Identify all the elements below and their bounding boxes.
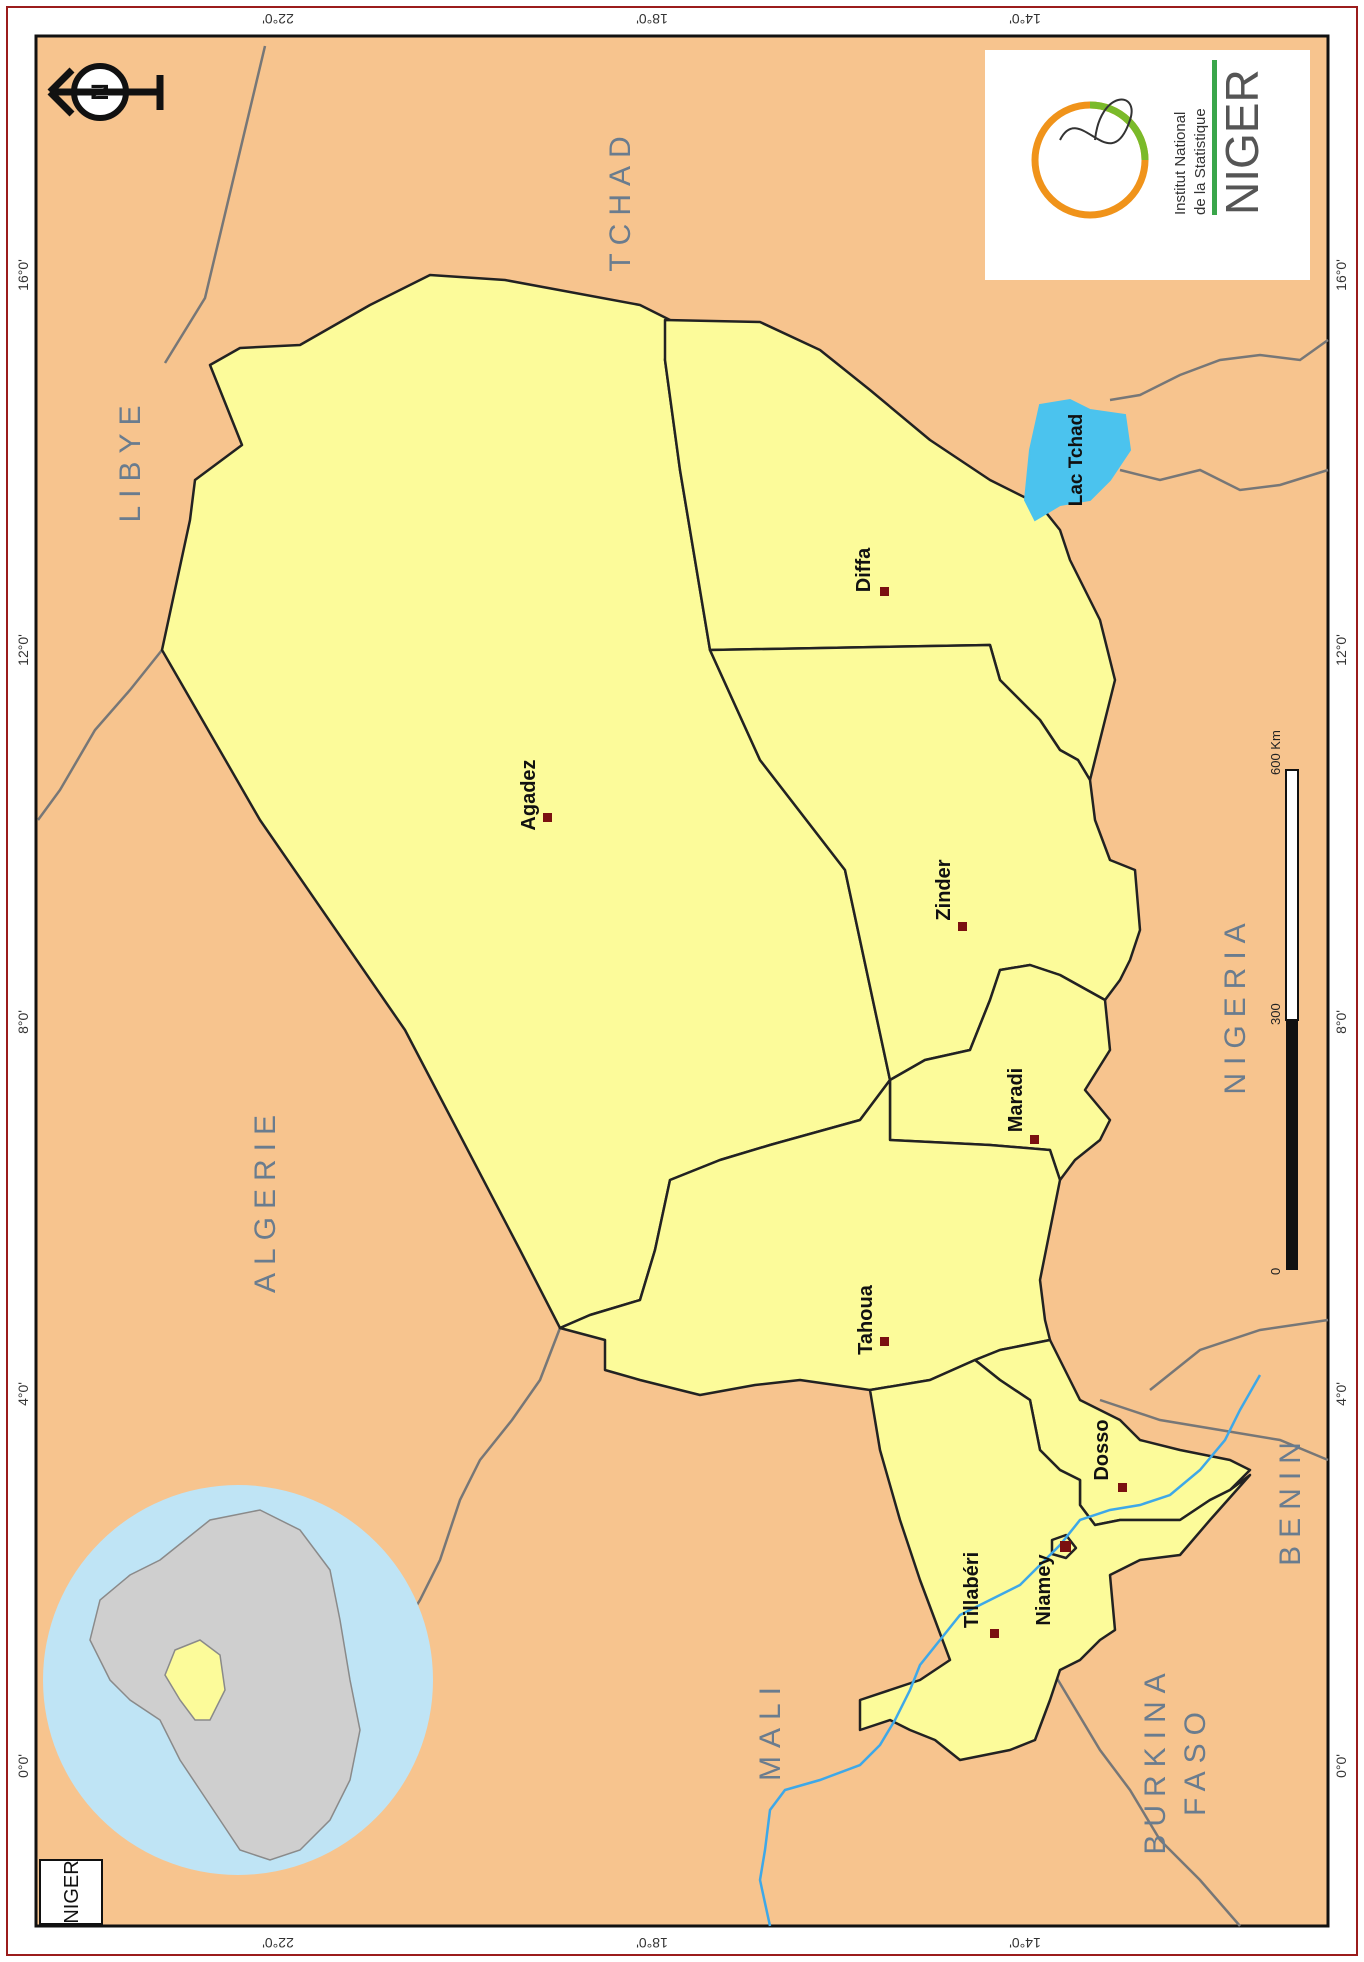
- country-faso: FASO: [1179, 1704, 1212, 1816]
- scale-label-0: 0: [1268, 1268, 1283, 1275]
- label-tahoua: Tahoua: [855, 1284, 877, 1355]
- niger-regions: [160, 273, 1252, 1762]
- marker-tillaberi: [990, 1629, 999, 1638]
- label-dosso: Dosso: [1091, 1419, 1113, 1480]
- country-algerie: ALGERIE: [249, 1107, 282, 1293]
- marker-diffa: [880, 587, 889, 596]
- grid-right-4: 4°0': [1333, 1382, 1349, 1406]
- grid-left-16: 16°0': [15, 259, 31, 291]
- country-nigeria: NIGERIA: [1219, 915, 1252, 1094]
- grid-top-14: 14°0': [1009, 11, 1041, 27]
- marker-zinder: [958, 922, 967, 931]
- marker-dosso: [1118, 1483, 1127, 1492]
- grid-bottom-22: 22°0': [262, 1935, 294, 1951]
- map-frame: [6, 6, 1358, 1956]
- logo-line1: Institut National: [1172, 112, 1189, 215]
- country-libye: LIBYE: [114, 397, 147, 522]
- graticule-labels: 22°0' 18°0' 14°0' 22°0' 18°0' 14°0' 16°0…: [15, 11, 1349, 1951]
- country-names: LIBYE TCHAD ALGERIE NIGERIA MALI BURKINA…: [114, 128, 1307, 1854]
- logo-box: Institut National de la Statistique NIGE…: [985, 50, 1310, 280]
- country-burkina: BURKINA: [1139, 1665, 1172, 1854]
- label-agadez: Agadez: [518, 759, 540, 830]
- country-label-box: NIGER: [39, 1859, 103, 1925]
- marker-tahoua: [880, 1337, 889, 1346]
- north-arrow-letter: N: [87, 83, 114, 100]
- logo-line2: de la Statistique: [1192, 108, 1209, 215]
- label-lake-chad: Lac Tchad: [1066, 414, 1087, 507]
- region-names: Agadez Diffa Zinder Maradi Tahoua Dosso …: [518, 414, 1113, 1628]
- scale-label-600: 600 Km: [1268, 730, 1283, 775]
- scale-bar: 0 300 600 Km: [1268, 730, 1299, 1275]
- city-markers: [543, 587, 1127, 1638]
- grid-left-0: 0°0': [15, 1754, 31, 1778]
- grid-left-12: 12°0': [15, 634, 31, 666]
- grid-right-12: 12°0': [1333, 634, 1349, 666]
- inset-globe: [43, 1485, 433, 1875]
- grid-bottom-14: 14°0': [1009, 1935, 1041, 1951]
- country-mali: MALI: [754, 1679, 787, 1781]
- label-diffa: Diffa: [853, 547, 875, 592]
- label-zinder: Zinder: [933, 859, 955, 920]
- grid-left-8: 8°0': [15, 1010, 31, 1034]
- country-benin: BENIN: [1274, 1434, 1307, 1566]
- grid-left-4: 4°0': [15, 1382, 31, 1406]
- marker-agadez: [543, 813, 552, 822]
- grid-right-8: 8°0': [1333, 1010, 1349, 1034]
- label-tillaberi: Tillabéri: [961, 1552, 983, 1628]
- grid-right-16: 16°0': [1333, 259, 1349, 291]
- country-box-text: NIGER: [61, 1860, 83, 1923]
- grid-top-22: 22°0': [262, 11, 294, 27]
- grid-right-0: 0°0': [1333, 1754, 1349, 1778]
- grid-bottom-18: 18°0': [636, 1935, 668, 1951]
- lake-chad: [1023, 398, 1132, 522]
- scale-label-300: 300: [1268, 1003, 1283, 1025]
- region-tillaberi: [858, 1358, 1252, 1762]
- label-maradi: Maradi: [1005, 1068, 1027, 1132]
- marker-niamey: [1060, 1541, 1071, 1552]
- marker-maradi: [1030, 1135, 1039, 1144]
- niger-river: [758, 1374, 1262, 1927]
- map-border: [34, 34, 1330, 1928]
- grid-top-18: 18°0': [636, 11, 668, 27]
- region-tahoua: [558, 1078, 1062, 1397]
- label-niamey: Niamey: [1033, 1554, 1055, 1626]
- logo-line3: NIGER: [1216, 69, 1268, 215]
- north-arrow-icon: N: [47, 63, 164, 121]
- country-tchad: TCHAD: [604, 128, 637, 271]
